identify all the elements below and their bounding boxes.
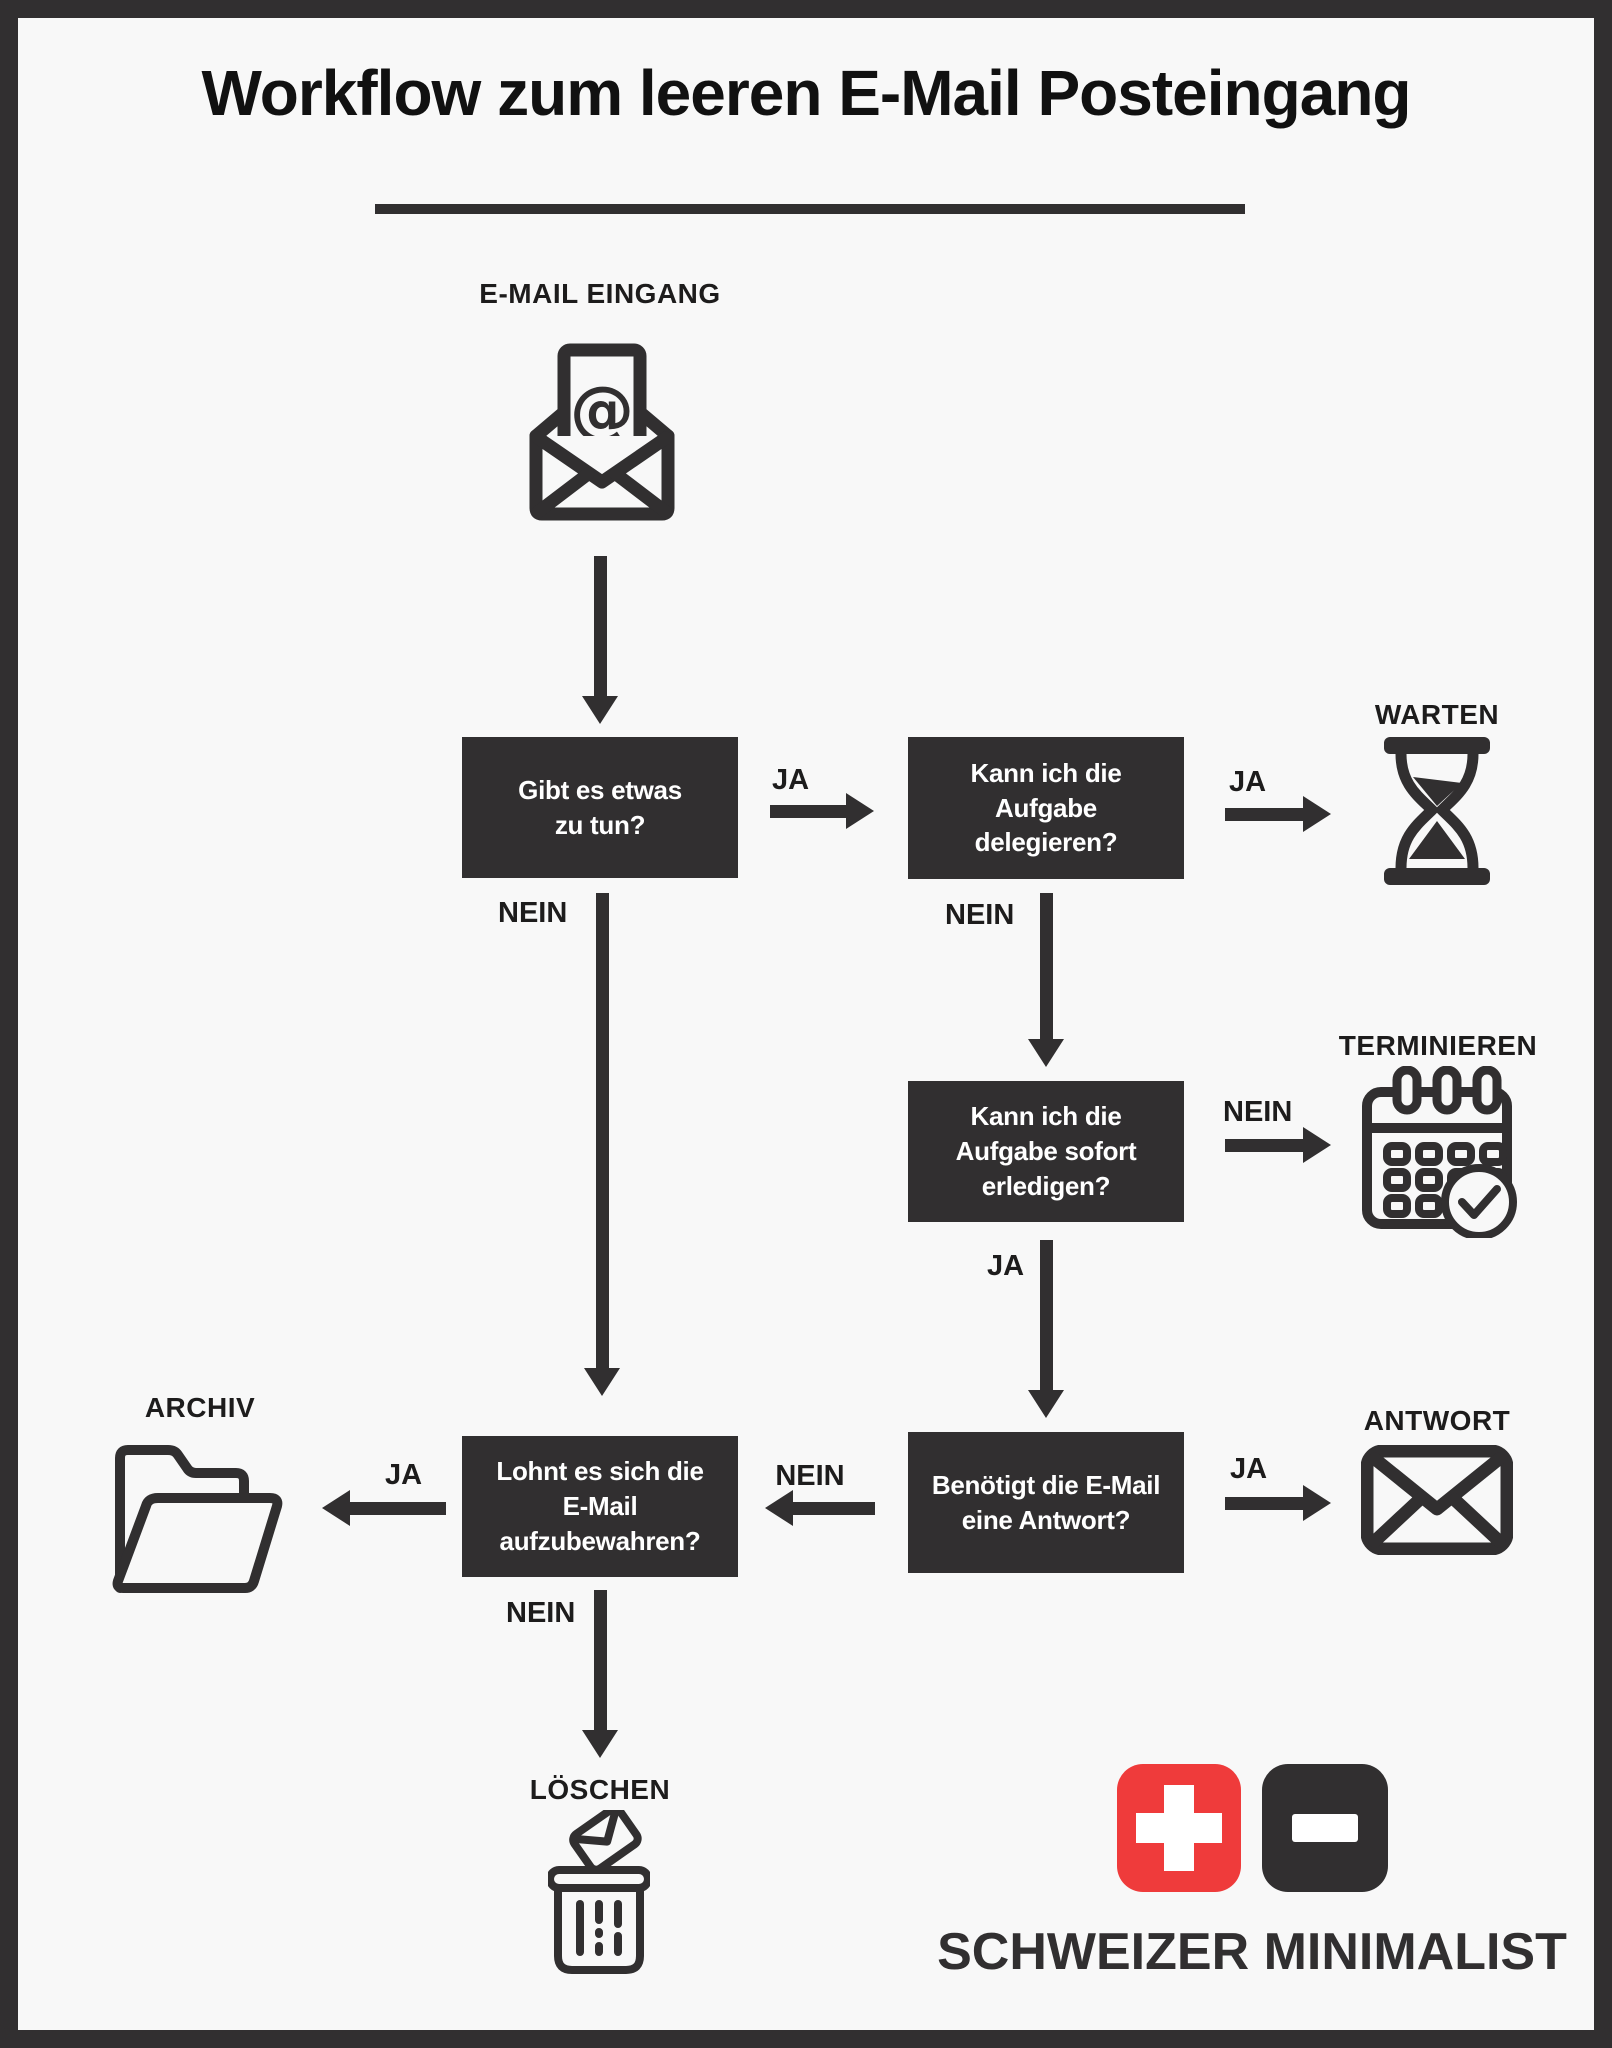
- decision-delegate: Kann ich die Aufgabe delegieren?: [908, 737, 1184, 879]
- decision-immediate: Kann ich die Aufgabe sofort erledigen?: [908, 1081, 1184, 1222]
- arrow-todo-yes: [770, 805, 848, 818]
- edge-label-immediate-yes: JA: [987, 1250, 1025, 1282]
- arrow-delegate-yes: [1225, 808, 1305, 821]
- arrowhead-keep-no: [582, 1730, 618, 1758]
- swiss-cross-icon: [1136, 1813, 1222, 1843]
- arrow-start-to-todo: [594, 556, 607, 698]
- arrowhead-immediate-no: [1303, 1127, 1331, 1163]
- arrow-todo-no: [596, 893, 609, 1370]
- arrowhead-start-to-todo: [582, 696, 618, 724]
- page-title: Workflow zum leeren E-Mail Posteingang: [201, 57, 1412, 129]
- terminal-warten-label: WARTEN: [1374, 699, 1500, 730]
- hourglass-icon: [1384, 737, 1490, 885]
- edge-label-delegate-no: NEIN: [945, 899, 1015, 931]
- decision-keep: Lohnt es sich die E-Mail aufzubewahren?: [462, 1436, 738, 1577]
- open-folder-icon: [106, 1440, 292, 1598]
- open-envelope-at-icon: @: [522, 340, 682, 528]
- arrow-reply-no: [793, 1502, 875, 1515]
- arrow-immediate-yes: [1040, 1240, 1053, 1392]
- arrow-delegate-no: [1040, 893, 1053, 1041]
- arrowhead-keep-yes: [322, 1490, 350, 1526]
- arrowhead-delegate-no: [1028, 1039, 1064, 1067]
- edge-label-keep-no: NEIN: [506, 1597, 576, 1629]
- arrow-keep-yes: [350, 1502, 446, 1515]
- edge-label-todo-yes: JA: [772, 764, 810, 796]
- arrow-reply-yes: [1225, 1497, 1305, 1510]
- terminal-antwort-label: ANTWORT: [1363, 1405, 1511, 1436]
- title-divider: [375, 204, 1245, 214]
- arrowhead-delegate-yes: [1303, 796, 1331, 832]
- arrowhead-todo-no: [584, 1368, 620, 1396]
- arrowhead-reply-yes: [1303, 1485, 1331, 1521]
- calendar-check-icon: [1361, 1066, 1519, 1238]
- arrowhead-reply-no: [765, 1490, 793, 1526]
- edge-label-keep-yes: JA: [385, 1459, 423, 1491]
- start-label: E-MAIL EINGANG: [479, 278, 721, 309]
- terminal-archiv-label: ARCHIV: [144, 1392, 256, 1423]
- edge-label-immediate-no: NEIN: [1223, 1096, 1293, 1128]
- svg-text:@: @: [570, 374, 634, 448]
- edge-label-todo-no: NEIN: [498, 897, 568, 929]
- minus-icon: [1292, 1814, 1358, 1842]
- terminal-terminieren-label: TERMINIEREN: [1338, 1030, 1538, 1061]
- arrow-immediate-no: [1225, 1139, 1305, 1152]
- arrowhead-immediate-yes: [1028, 1390, 1064, 1418]
- brand-name: SCHWEIZER MINIMALIST: [937, 1923, 1567, 1981]
- closed-envelope-icon: [1361, 1445, 1513, 1555]
- decision-todo: Gibt es etwas zu tun?: [462, 737, 738, 878]
- arrowhead-todo-yes: [846, 793, 874, 829]
- decision-reply: Benötigt die E-Mail eine Antwort?: [908, 1432, 1184, 1573]
- minus-logo-tile: [1262, 1764, 1388, 1892]
- swiss-cross-logo-tile: [1117, 1764, 1241, 1892]
- terminal-loeschen-label: LÖSCHEN: [529, 1774, 671, 1805]
- edge-label-delegate-yes: JA: [1229, 766, 1267, 798]
- edge-label-reply-yes: JA: [1230, 1453, 1268, 1485]
- trash-envelope-icon: [548, 1810, 650, 1978]
- arrow-keep-no: [594, 1590, 607, 1732]
- edge-label-reply-no: NEIN: [775, 1460, 845, 1492]
